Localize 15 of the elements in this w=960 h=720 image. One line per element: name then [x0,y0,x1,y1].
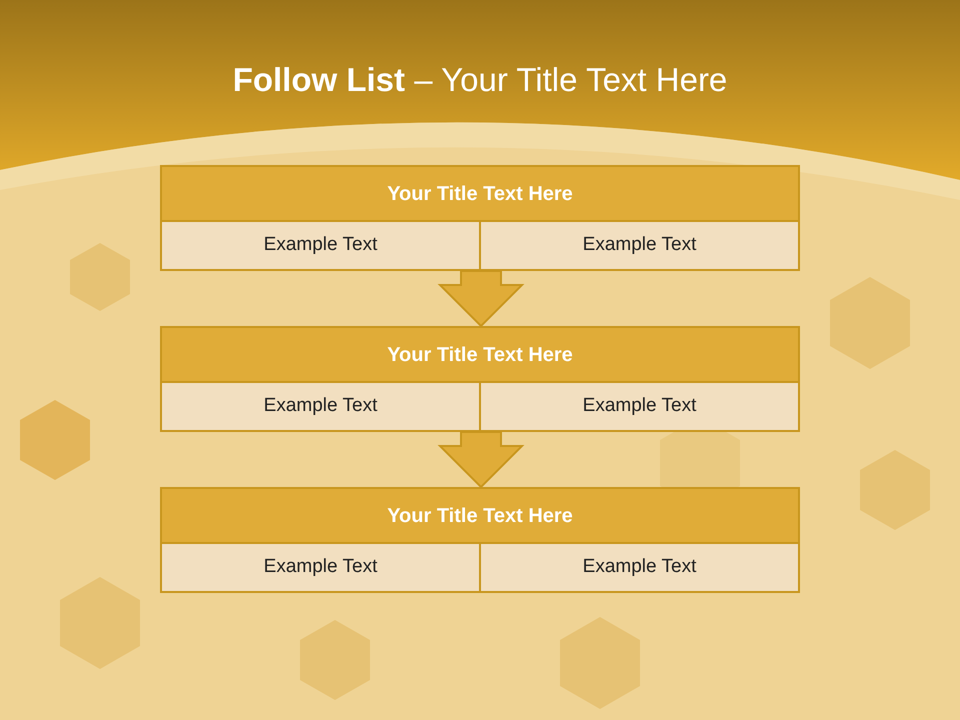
title-bar: Your Title Text Here [162,328,798,383]
list-block [160,487,800,593]
down-arrow [438,270,524,328]
text-cell: Example Text [162,383,479,430]
text-cell: Example Text [162,544,479,591]
list-block [160,326,800,432]
text-cell: Example Text [479,544,798,591]
text-cell: Example Text [479,383,798,430]
title: Follow List – Your Title Text Here [232,60,728,100]
text-cell: Example Text [479,222,798,269]
down-arrow [438,431,524,488]
text-cell: Example Text [162,222,479,269]
title-bar: Your Title Text Here [162,489,798,544]
title-bar: Your Title Text Here [162,167,798,222]
list-block [160,165,800,271]
